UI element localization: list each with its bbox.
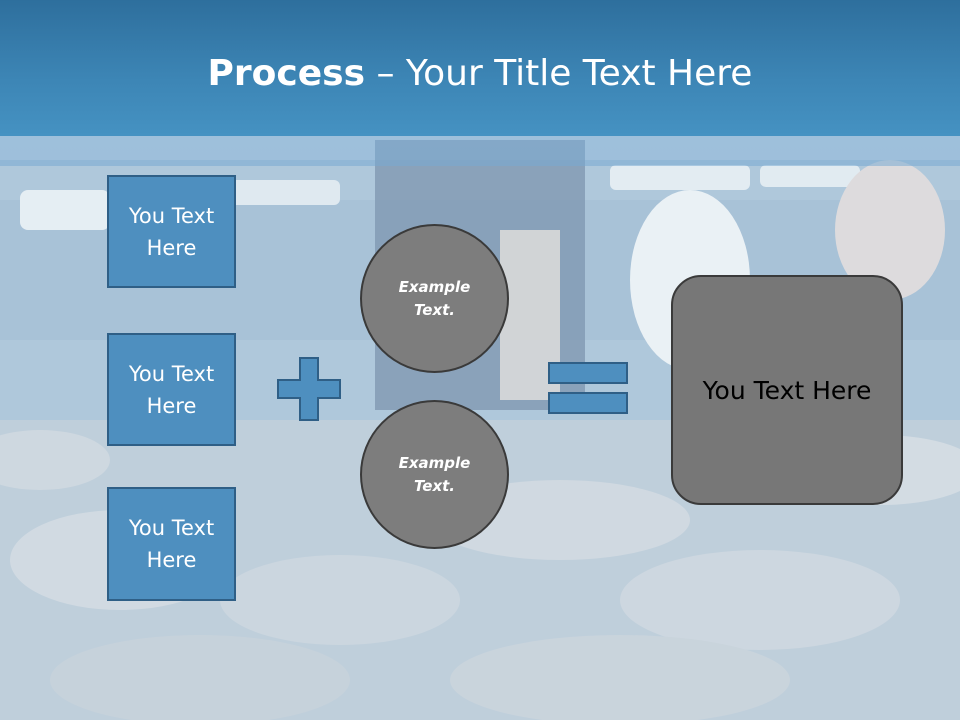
- text-box-1: You Text Here: [107, 175, 236, 288]
- result-box: You Text Here: [671, 275, 903, 505]
- header-bar: [0, 0, 960, 136]
- text-box-3: You Text Here: [107, 487, 236, 601]
- example-circle-2-label: Example Text.: [398, 453, 471, 495]
- equals-icon: [548, 362, 628, 414]
- header-strip: [0, 136, 960, 166]
- example-circle-1-label: Example Text.: [398, 277, 471, 319]
- slide-title: Process – Your Title Text Here: [0, 50, 960, 98]
- title-bold: Process: [207, 53, 366, 94]
- title-rest: – Your Title Text Here: [365, 53, 753, 94]
- text-box-2-label: You Text Here: [128, 361, 215, 418]
- text-box-2: You Text Here: [107, 333, 236, 446]
- text-box-3-label: You Text Here: [128, 516, 215, 572]
- example-circle-2: Example Text.: [360, 400, 509, 549]
- result-box-label: You Text Here: [702, 375, 872, 405]
- plus-icon: [277, 357, 341, 421]
- text-box-1-label: You Text Here: [128, 203, 215, 260]
- example-circle-1: Example Text.: [360, 224, 509, 373]
